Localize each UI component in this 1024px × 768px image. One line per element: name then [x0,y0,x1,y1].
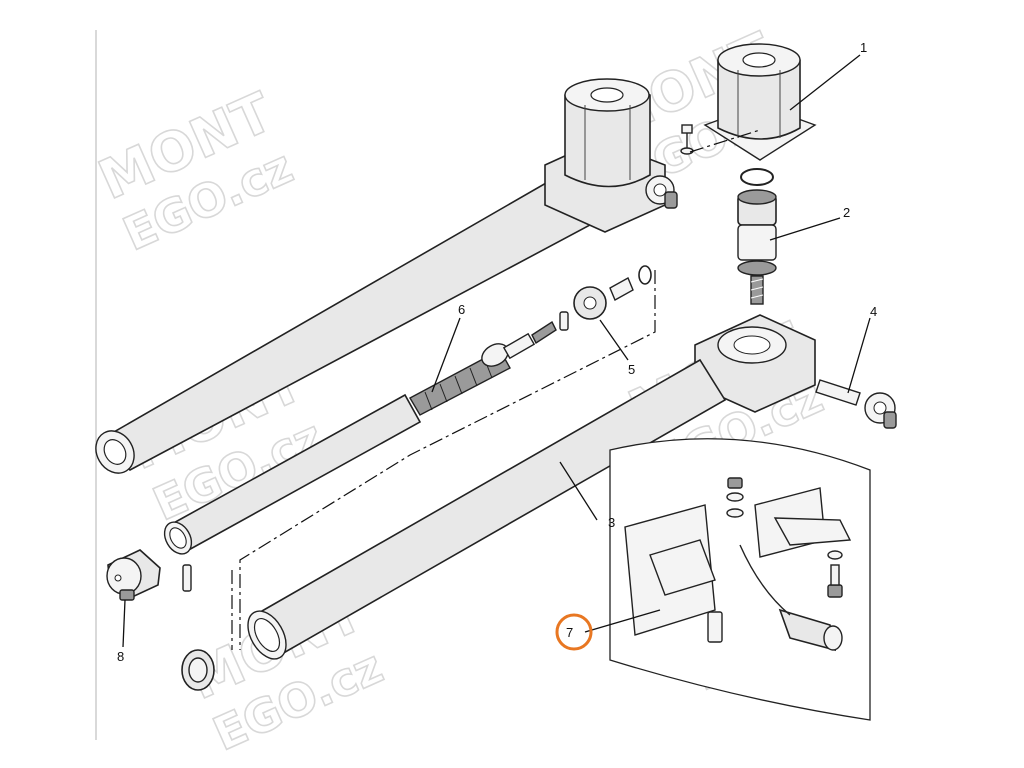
callout-label-7: 7 [566,625,573,640]
callout-label-5: 5 [628,362,635,377]
part-7-bracket-panel [609,438,871,721]
callout-label-6: 6 [458,302,465,317]
callout-labels: 1 2 3 4 5 6 7 8 [117,40,877,664]
part-5-gear-set [531,265,652,345]
callout-label-8: 8 [117,649,124,664]
callout-label-3: 3 [608,515,615,530]
callout-label-4: 4 [870,304,877,319]
part-3-outer-tube [247,358,727,660]
part-6-inner-tube-screw [163,332,536,555]
leader-lines [122,54,871,648]
callout-label-1: 1 [860,40,867,55]
o-ring [740,168,774,186]
highlight-circle [555,613,593,651]
part-1-motor-cover [703,43,817,161]
part-2-motor-cartridge [737,189,777,305]
o-ring [638,265,652,285]
front-end-cap [181,649,215,691]
part-8-end-cap [106,549,192,601]
assembled-actuator [95,78,678,474]
part-4-release-assembly [694,314,897,429]
callout-label-2: 2 [843,205,850,220]
